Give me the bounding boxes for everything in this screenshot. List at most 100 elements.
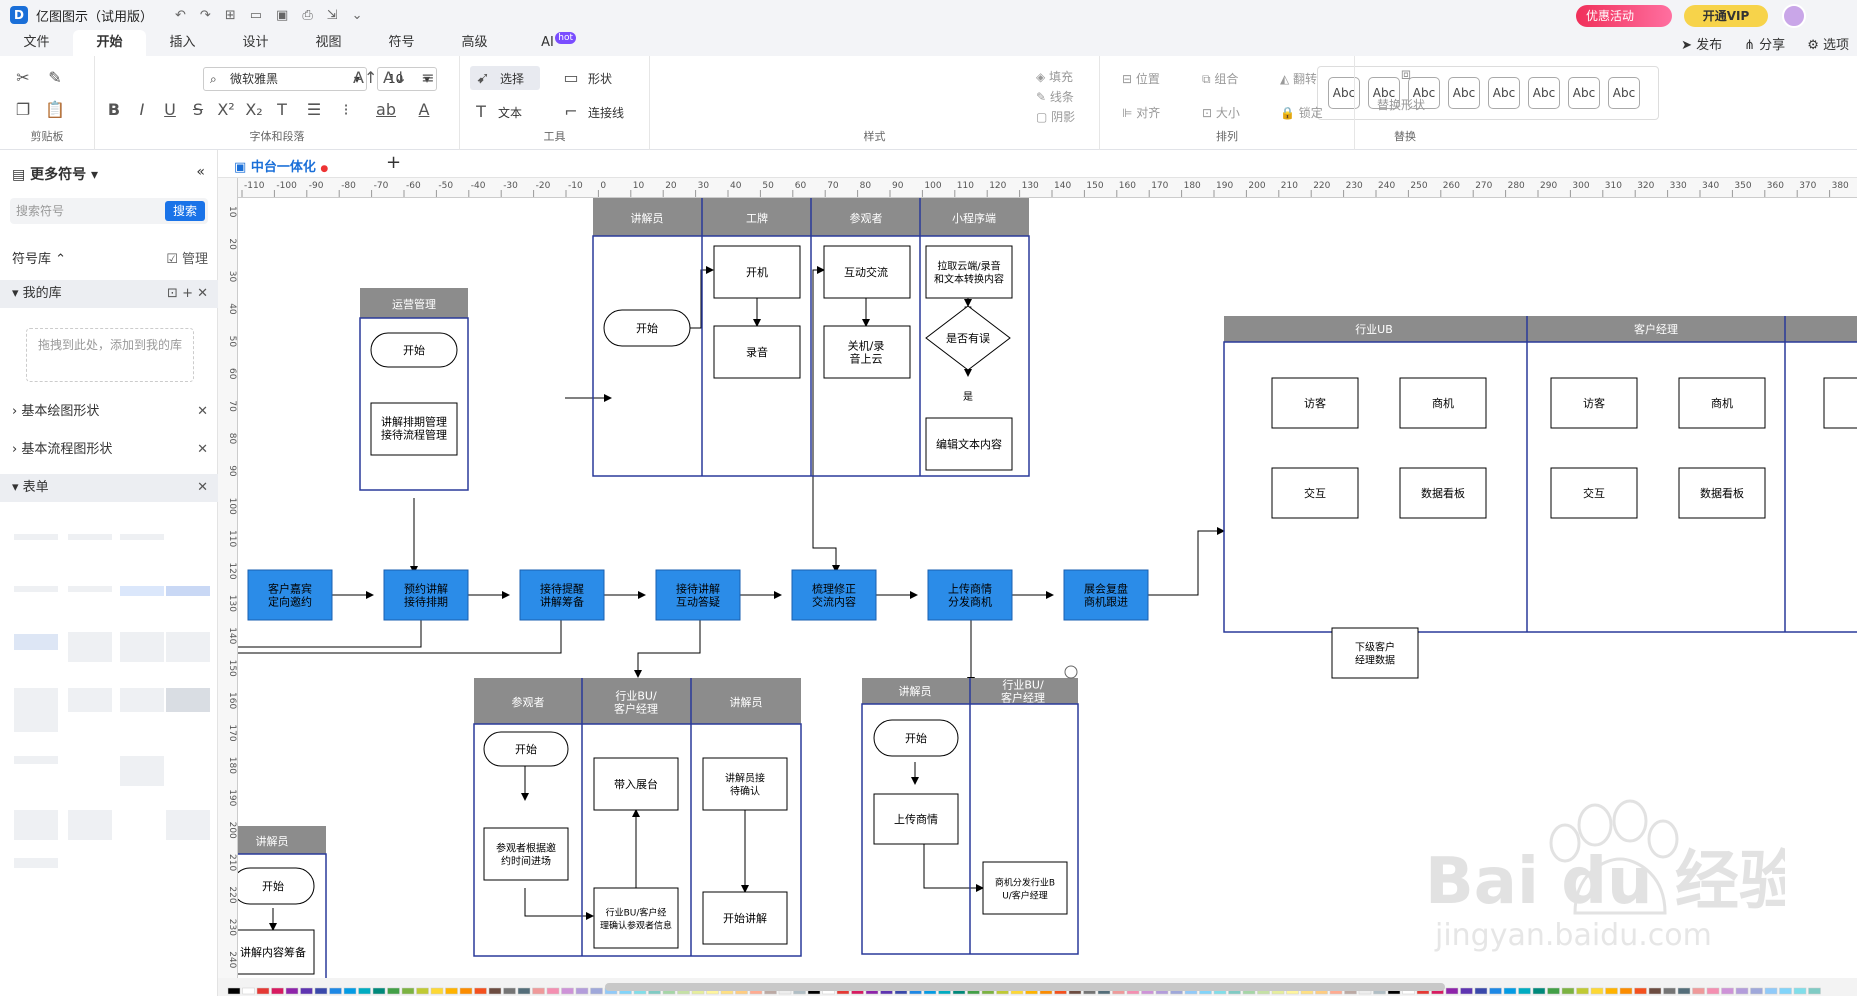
search-button[interactable]: 搜索 [165, 201, 205, 221]
color-swatch[interactable] [285, 987, 299, 995]
size-button[interactable]: ⊡ 大小 [1202, 106, 1240, 120]
export-icon[interactable]: ⇲ [326, 7, 338, 23]
tab-symbol[interactable]: 符号 [388, 35, 415, 50]
collapse-icon[interactable]: « [196, 164, 205, 180]
symbol-search[interactable]: 搜索符号搜索 [10, 198, 208, 224]
style-3[interactable]: Abc [1408, 77, 1440, 109]
color-swatch[interactable] [1793, 987, 1807, 995]
new-icon[interactable]: ⊞ [224, 7, 236, 23]
grow-font-icon[interactable]: A↑ [353, 68, 378, 87]
color-swatch[interactable] [1503, 987, 1517, 995]
color-swatch[interactable] [1474, 987, 1488, 995]
my-lib-actions[interactable]: ⊡ + ✕ [167, 286, 208, 301]
tab-file[interactable]: 文件 [23, 35, 50, 50]
italic-icon[interactable]: I [139, 100, 145, 119]
color-swatch[interactable] [488, 987, 502, 995]
color-swatch[interactable] [561, 987, 574, 995]
tab-home[interactable]: 开始 [73, 30, 146, 56]
color-swatch[interactable] [401, 987, 415, 995]
color-swatch[interactable] [271, 987, 284, 995]
lane-top[interactable]: 讲解员 工牌 参观者 小程序端 开始 开机 录音 互动交流 关机/录音上云 拉取… [592, 198, 1030, 477]
color-swatch[interactable] [1735, 987, 1749, 995]
format-painter-icon[interactable]: ✎ [48, 68, 62, 87]
tab-design[interactable]: 设计 [242, 35, 269, 50]
thumb[interactable] [120, 632, 164, 662]
tab-view[interactable]: 视图 [315, 35, 342, 50]
color-swatch[interactable] [1445, 987, 1459, 995]
color-swatch[interactable] [590, 987, 603, 995]
avatar[interactable] [1782, 4, 1806, 28]
color-swatch[interactable] [546, 987, 560, 995]
color-swatch[interactable] [256, 987, 270, 995]
drawing-canvas[interactable]: 运营管理 开始 讲解排期管理接待流程管理 讲解员 工牌 参观者 小程序端 开始 … [238, 198, 1857, 978]
tab-insert[interactable]: 插入 [169, 35, 196, 50]
save-icon[interactable]: ▣ [276, 7, 289, 23]
thumb[interactable] [120, 756, 164, 786]
close-icon[interactable]: ✕ [197, 404, 208, 419]
highlight-icon[interactable]: ab [376, 100, 396, 119]
redo-icon[interactable]: ↷ [199, 7, 211, 23]
color-swatch[interactable] [474, 987, 487, 995]
color-swatch[interactable] [575, 987, 589, 995]
fill-button[interactable]: ◈ 填充 [1036, 70, 1074, 84]
cut-icon[interactable]: ✂ [16, 68, 30, 87]
publish-button[interactable]: ➤ 发布 [1681, 38, 1723, 53]
color-swatch[interactable] [358, 987, 371, 995]
color-swatch[interactable] [1692, 987, 1705, 995]
align-icon[interactable]: ≡ [421, 68, 435, 87]
shape-tool[interactable]: ▭形状 [560, 66, 630, 90]
more-icon[interactable]: ⌄ [351, 7, 363, 23]
right-panel[interactable]: 行业UB 客户经理 访客 商机 交互 数据看板 下级客户经理数据 访客 商机 交… [1223, 316, 1857, 679]
copy-icon[interactable]: ❐ [15, 100, 31, 119]
style-2[interactable]: Abc [1368, 77, 1400, 109]
color-swatch[interactable] [1576, 987, 1589, 995]
paste-icon[interactable]: 📋 [45, 100, 65, 119]
thumb[interactable] [14, 688, 58, 732]
thumb[interactable] [68, 688, 112, 712]
tab-advanced[interactable]: 高级 [461, 35, 488, 50]
color-swatch[interactable] [430, 987, 444, 995]
open-icon[interactable]: ▭ [249, 7, 263, 23]
color-swatch[interactable] [1489, 987, 1502, 995]
bullet-icon[interactable]: ⁝ [343, 100, 349, 119]
color-swatch[interactable] [445, 987, 458, 995]
color-swatch[interactable] [1634, 987, 1647, 995]
underline-icon[interactable]: U [164, 100, 176, 119]
connector-tool[interactable]: ⌐连接线 [560, 100, 644, 124]
font-size-select[interactable]: 10▾ [377, 67, 437, 91]
flowchart-svg[interactable]: 运营管理 开始 讲解排期管理接待流程管理 讲解员 工牌 参观者 小程序端 开始 … [238, 198, 1857, 978]
color-swatch[interactable] [1663, 987, 1676, 995]
color-swatch[interactable] [300, 987, 313, 995]
flip-button[interactable]: ◭ 翻转 [1280, 72, 1318, 86]
color-swatch[interactable] [517, 987, 531, 995]
subscript-icon[interactable]: X₂ [245, 100, 263, 119]
color-swatch[interactable] [1721, 987, 1734, 995]
drop-zone[interactable]: 拖拽到此处，添加到我的库 [26, 328, 194, 382]
vip-button[interactable]: 开通VIP [1684, 5, 1768, 27]
shrink-font-icon[interactable]: A↓ [383, 68, 408, 87]
options-button[interactable]: ⚙ 选项 [1807, 38, 1849, 53]
color-swatch[interactable] [1779, 987, 1792, 995]
select-tool[interactable]: ➹选择 [470, 66, 540, 90]
thumb[interactable] [68, 632, 112, 662]
flow-shapes-row[interactable]: › 基本流程图形状✕ [0, 436, 218, 464]
style-8[interactable]: Abc [1608, 77, 1640, 109]
align-button[interactable]: ⊫ 对齐 [1122, 106, 1161, 120]
thumb[interactable] [14, 634, 58, 650]
position-button[interactable]: ⊟ 位置 [1122, 72, 1160, 86]
ops-lane[interactable]: 运营管理 开始 讲解排期管理接待流程管理 [359, 288, 469, 491]
style-6[interactable]: Abc [1528, 77, 1560, 109]
line-spacing-icon[interactable]: ☰ [306, 100, 322, 119]
color-swatch[interactable] [314, 987, 328, 995]
replace-shape-icon[interactable]: ⧈ [1400, 64, 1412, 83]
color-swatch[interactable] [1518, 987, 1531, 995]
share-button[interactable]: ⋔ 分享 [1744, 38, 1786, 53]
color-swatch[interactable] [532, 987, 545, 995]
style-5[interactable]: Abc [1488, 77, 1520, 109]
thumb[interactable] [14, 756, 58, 764]
thumb[interactable] [166, 688, 210, 712]
color-swatch[interactable] [503, 987, 516, 995]
color-swatch[interactable] [227, 987, 241, 995]
thumb[interactable] [120, 586, 164, 596]
